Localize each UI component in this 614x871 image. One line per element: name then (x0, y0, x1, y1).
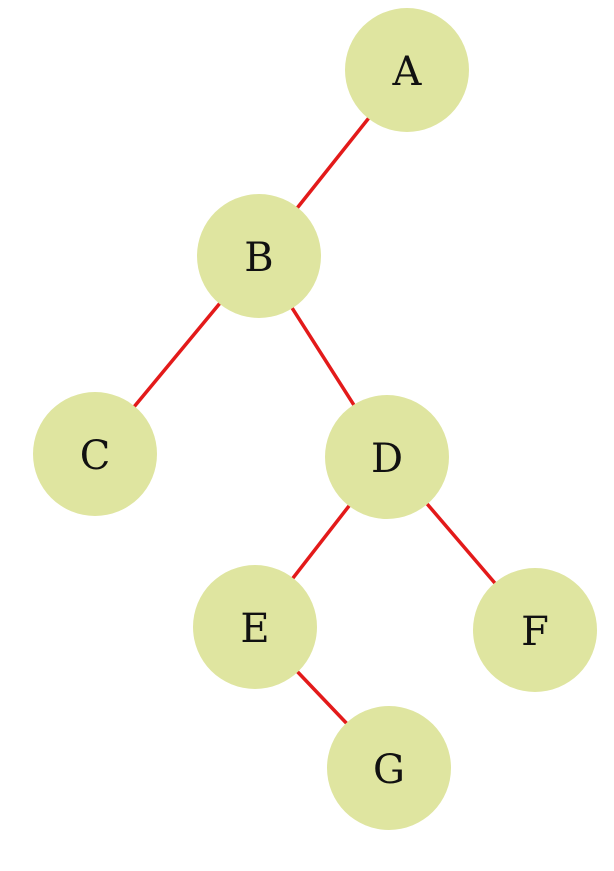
node-b: B (197, 194, 321, 318)
node-d: D (325, 395, 449, 519)
node-a: A (345, 8, 469, 132)
node-c: C (33, 392, 157, 516)
nodes-layer: A B C D E F G (33, 8, 597, 830)
node-circle-d (325, 395, 449, 519)
node-circle-b (197, 194, 321, 318)
node-label-d: D (371, 436, 403, 482)
edge-b-c (131, 300, 223, 410)
node-circle-g (327, 706, 451, 830)
node-label-c: C (80, 433, 111, 479)
node-label-b: B (244, 235, 273, 281)
edges-layer (131, 115, 498, 727)
edge-e-g (294, 668, 350, 727)
node-label-e: E (240, 606, 269, 652)
node-circle-f (473, 568, 597, 692)
node-f: F (473, 568, 597, 692)
node-label-g: G (373, 747, 405, 793)
edge-b-d (289, 304, 357, 409)
node-circle-e (193, 565, 317, 689)
node-label-a: A (392, 49, 423, 95)
edge-a-b (294, 115, 372, 211)
node-e: E (193, 565, 317, 689)
node-circle-c (33, 392, 157, 516)
edge-d-f (424, 500, 498, 587)
node-circle-a (345, 8, 469, 132)
node-label-f: F (521, 609, 549, 655)
node-g: G (327, 706, 451, 830)
edge-d-e (290, 502, 352, 582)
